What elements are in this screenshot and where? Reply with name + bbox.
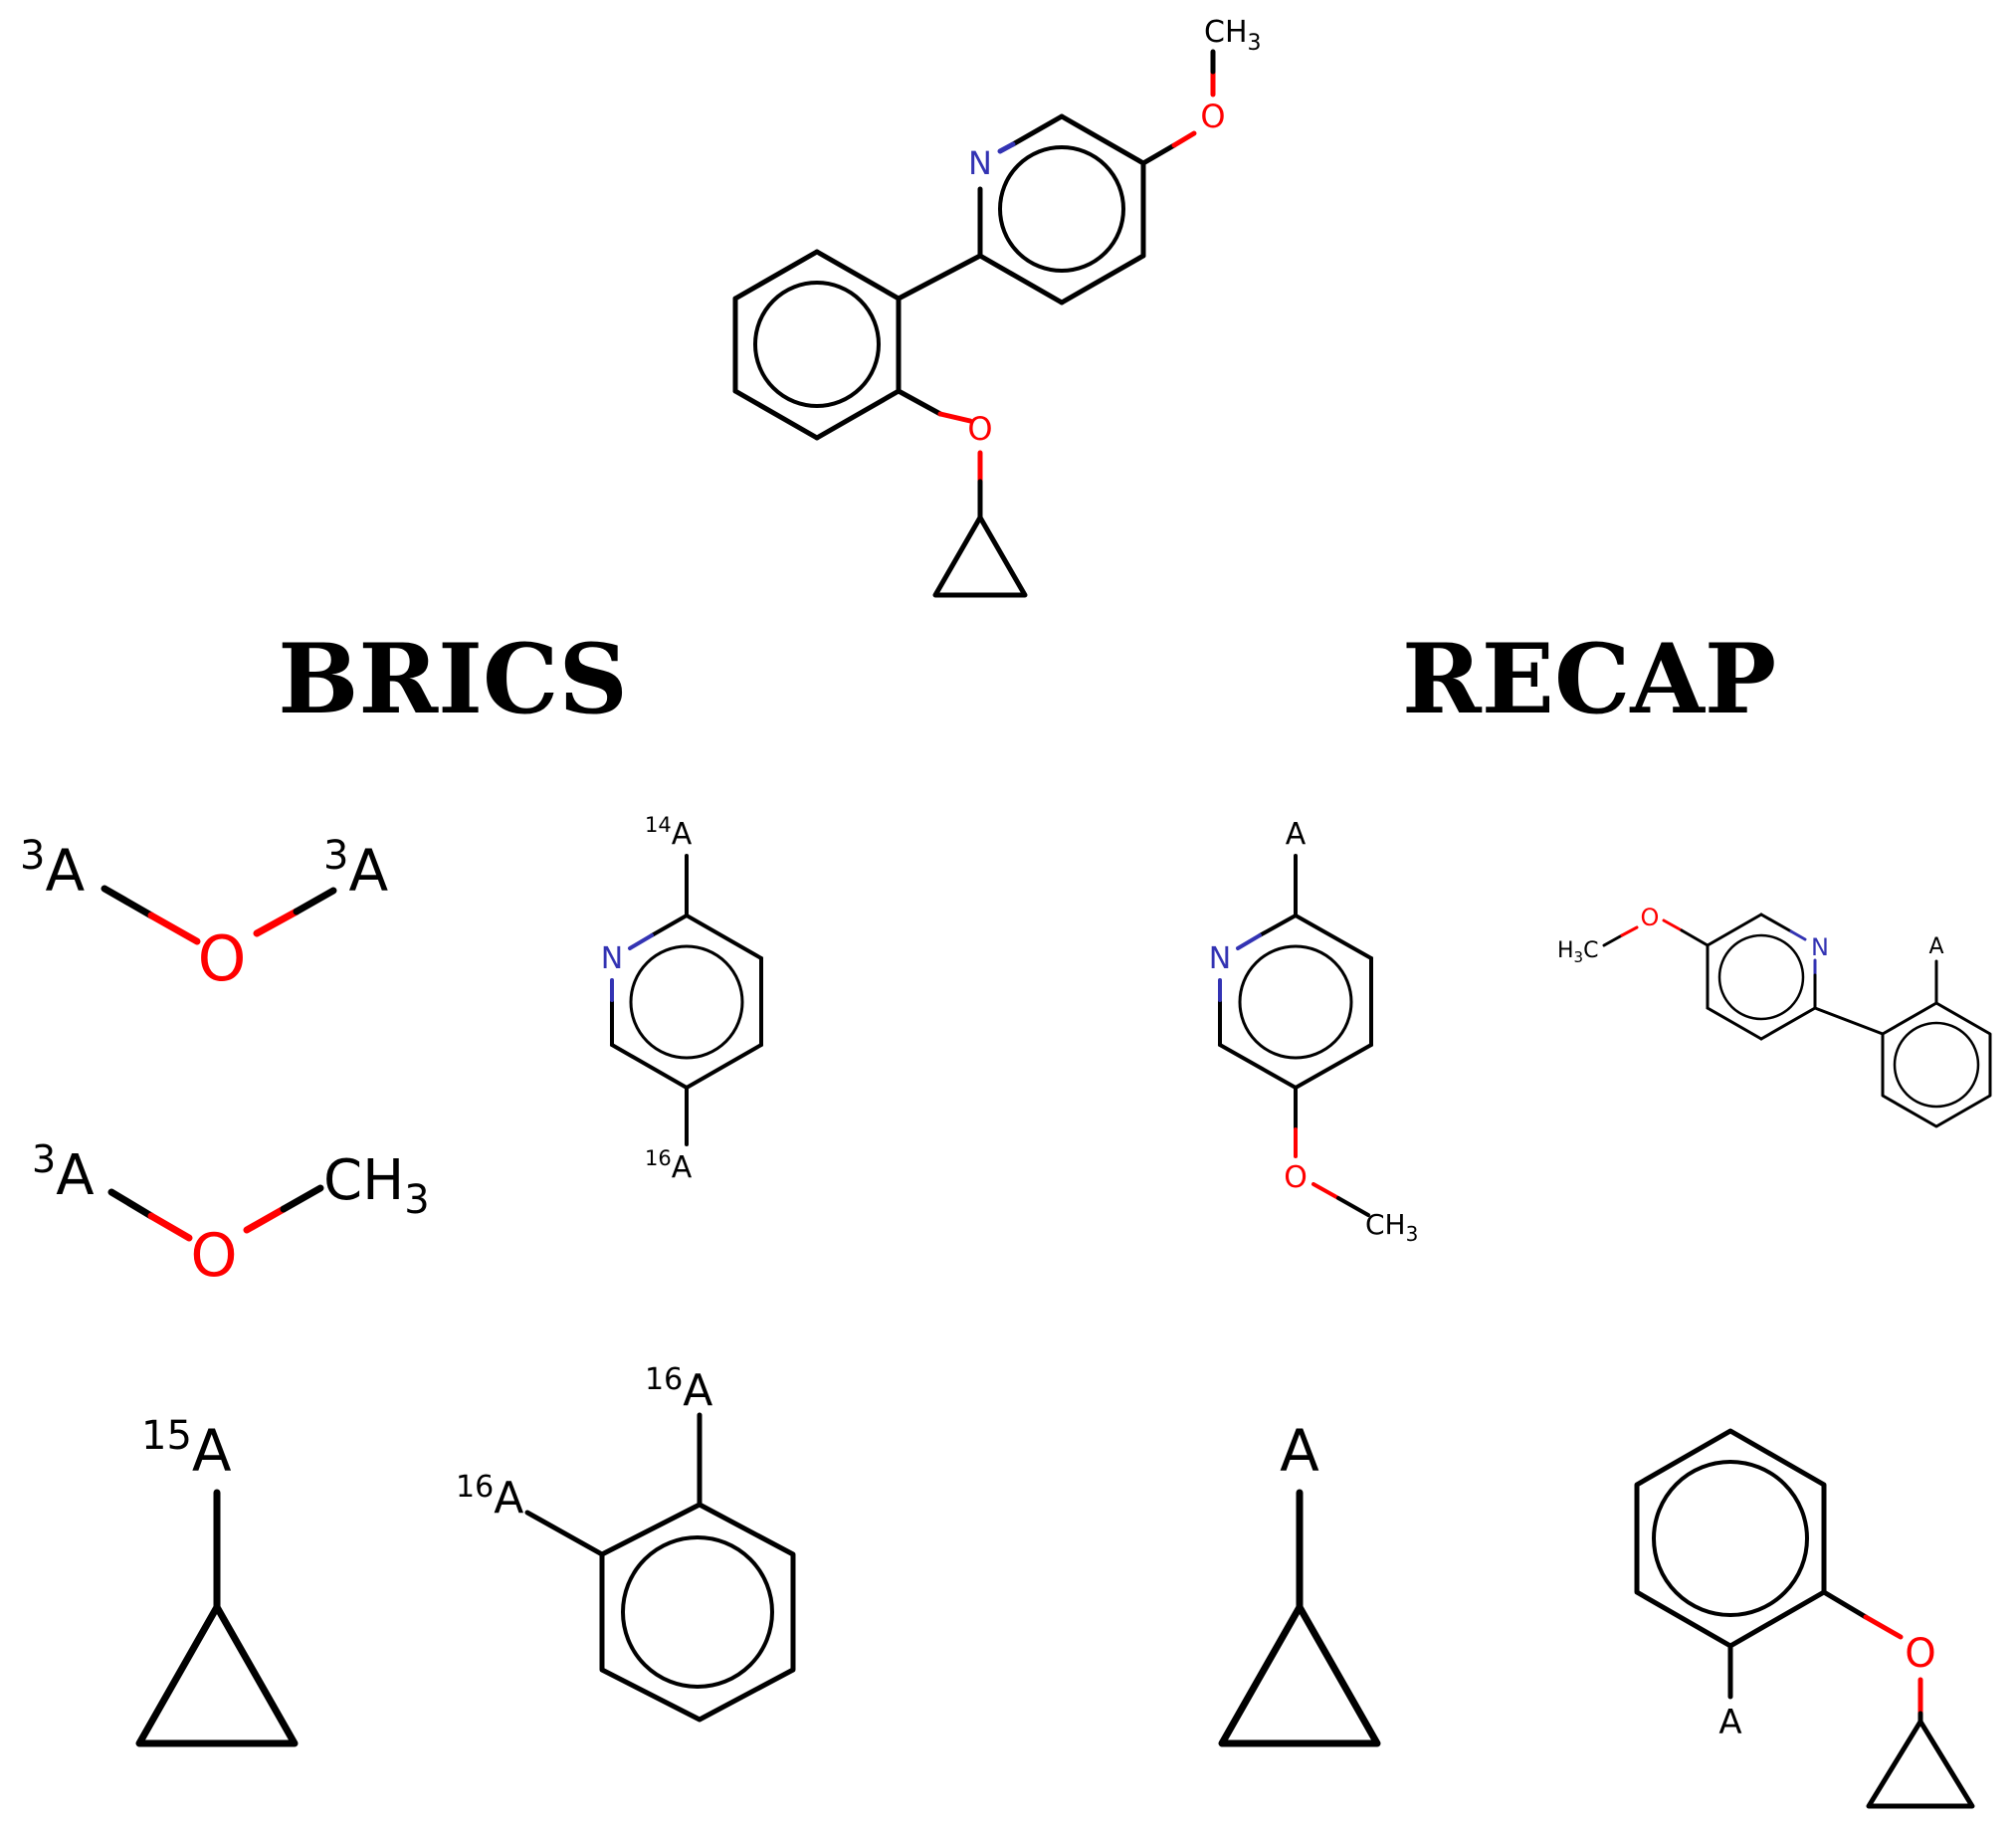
- parent-oxygen-bottom: O: [967, 410, 992, 448]
- brics-ether-left-label: 3A: [20, 833, 85, 905]
- brics-pyridine-fragment: 14A N 16A: [601, 813, 763, 1185]
- recap-cyclopropyl-a-label: A: [1280, 1417, 1319, 1485]
- recap-phenoxy-a-label: A: [1718, 1703, 1741, 1742]
- brics-pyridine-nitrogen: N: [601, 941, 623, 976]
- recap-pyridine-fragment: A N O CH3: [1209, 817, 1419, 1246]
- brics-cyclopropyl-label: 15A: [141, 1413, 232, 1485]
- brics-methoxy-a-label: 3A: [32, 1137, 95, 1208]
- brics-benzene-left-label: 16A: [456, 1470, 523, 1523]
- brics-title: BRICS: [278, 623, 628, 735]
- recap-pyridine-oxygen: O: [1284, 1160, 1308, 1195]
- brics-pyridine-top-label: 14A: [645, 813, 693, 852]
- recap-title: RECAP: [1402, 623, 1776, 735]
- brics-cyclopropyl-fragment: 15A: [135, 1413, 299, 1747]
- brics-ether-right-label: 3A: [323, 833, 388, 905]
- recap-phenoxy-fragment: O A: [1634, 1428, 1975, 1809]
- parent-methyl-label: CH3: [1204, 15, 1262, 56]
- brics-methoxy-fragment: 3A O CH3: [32, 1137, 430, 1291]
- recap-cyclopropyl-fragment: A: [1218, 1417, 1381, 1747]
- brics-ether-fragment: 3A O 3A: [20, 833, 388, 995]
- parent-molecule: N O CH3 O: [732, 15, 1262, 598]
- recap-pyridine-a-label: A: [1286, 817, 1307, 852]
- parent-oxygen-top: O: [1200, 98, 1225, 135]
- recap-biaryl-methyl: H3C: [1557, 938, 1598, 966]
- brics-pyridine-bottom-label: 16A: [645, 1146, 693, 1185]
- brics-benzene-top-label: 16A: [645, 1362, 712, 1416]
- brics-ether-oxygen: O: [198, 922, 247, 995]
- recap-biaryl-oxygen: O: [1641, 904, 1660, 931]
- brics-benzene-fragment: 16A 16A: [456, 1362, 796, 1723]
- recap-pyridine-nitrogen: N: [1209, 941, 1231, 976]
- recap-pyridine-methyl: CH3: [1365, 1208, 1418, 1246]
- recap-phenoxy-oxygen: O: [1905, 1631, 1935, 1677]
- recap-biaryl-nitrogen: N: [1811, 933, 1829, 961]
- brics-methoxy-methyl: CH3: [323, 1148, 430, 1223]
- recap-biaryl-fragment: H3C O N A: [1557, 904, 1992, 1128]
- brics-methoxy-oxygen: O: [190, 1221, 237, 1291]
- recap-biaryl-a-label: A: [1928, 934, 1943, 959]
- parent-nitrogen-label: N: [968, 144, 992, 182]
